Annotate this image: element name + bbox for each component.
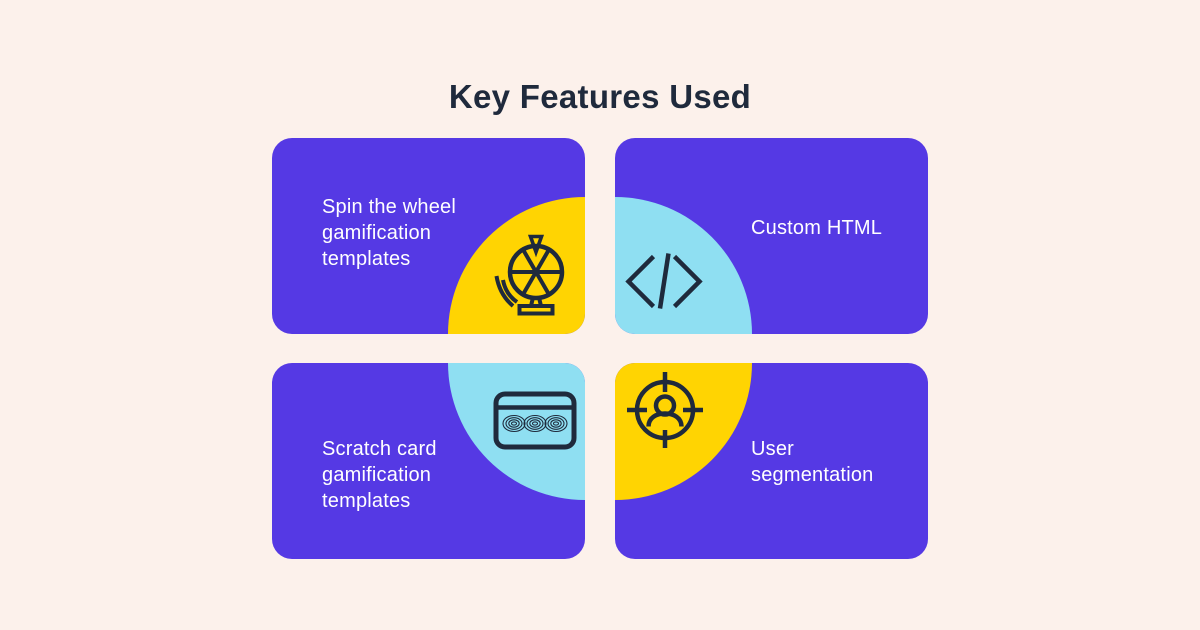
feature-card-spin-the-wheel: Spin the wheel gamification templates	[272, 138, 585, 334]
feature-card-scratch-card: Scratch card gamification templates	[272, 363, 585, 559]
spin-wheel-icon	[491, 231, 581, 321]
code-icon	[625, 250, 703, 312]
card-label-line: segmentation	[751, 464, 874, 486]
card-label-line: templates	[322, 490, 411, 512]
card-label-line: Custom HTML	[751, 217, 883, 239]
scratch-card-icon	[493, 391, 577, 451]
card-label: User segmentation	[751, 436, 873, 488]
card-label-line: Scratch card	[322, 438, 437, 460]
card-label-line: User	[751, 438, 795, 460]
card-label: Scratch card gamification templates	[322, 436, 437, 514]
card-label: Spin the wheel gamification templates	[322, 194, 456, 272]
card-label-line: templates	[322, 248, 411, 270]
card-label: Custom HTML	[751, 215, 882, 241]
feature-card-user-segmentation: User segmentation	[615, 363, 928, 559]
card-label-line: Spin the wheel	[322, 196, 457, 218]
user-target-icon	[619, 364, 711, 456]
card-label-line: gamification	[322, 464, 432, 486]
card-label-line: gamification	[322, 222, 432, 244]
page-title: Key Features Used	[448, 78, 752, 116]
feature-card-custom-html: Custom HTML	[615, 138, 928, 334]
